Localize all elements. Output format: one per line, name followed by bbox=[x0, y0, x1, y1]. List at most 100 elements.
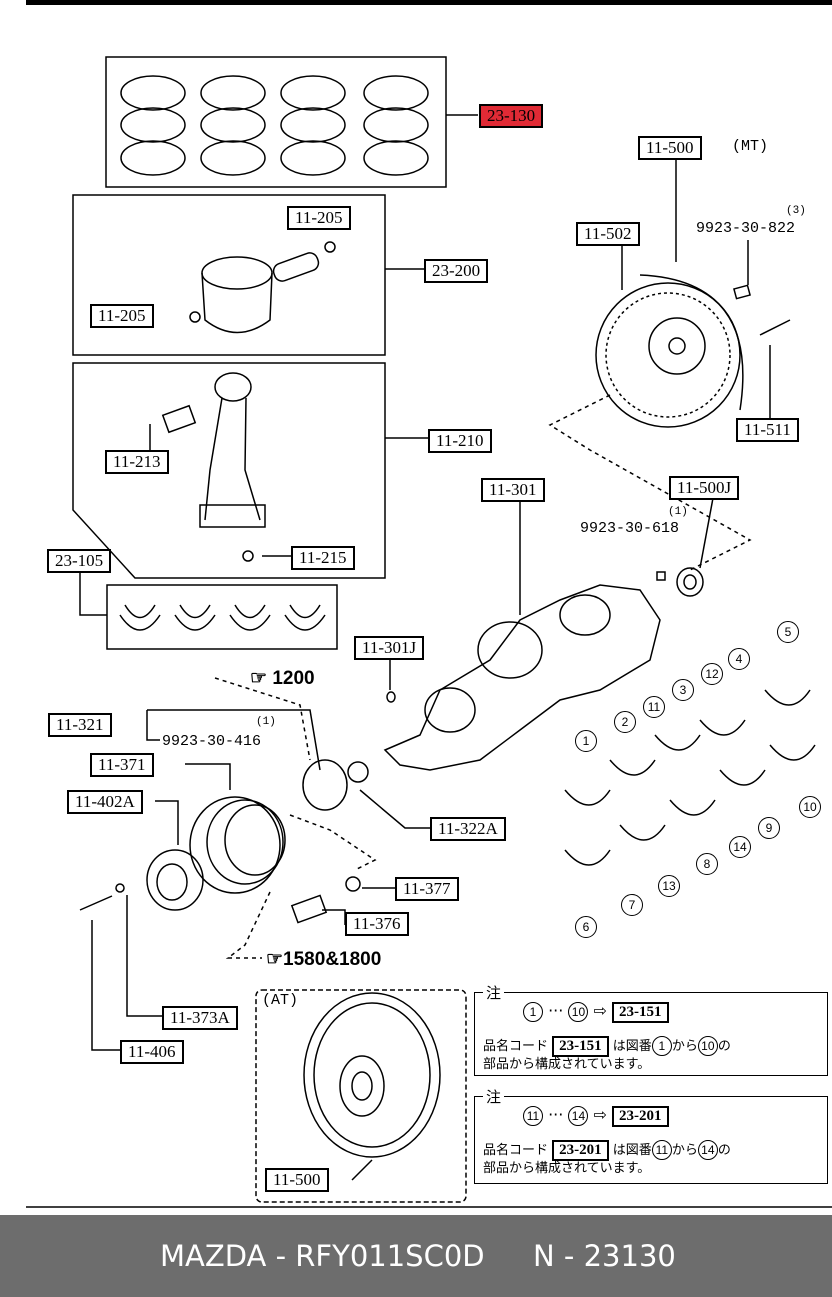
part-code-11-213[interactable]: 11-213 bbox=[105, 450, 169, 474]
part-code-23-200[interactable]: 23-200 bbox=[424, 259, 489, 283]
note-2-inline-code[interactable]: 23-201 bbox=[552, 1140, 609, 1161]
connecting-rod bbox=[161, 372, 266, 562]
part-code-11-376[interactable]: 11-376 bbox=[345, 912, 409, 936]
bearing-callout-9[interactable]: 9 bbox=[758, 817, 780, 839]
part-number-9923-30-618[interactable]: 9923-30-618 bbox=[580, 520, 680, 537]
note-1-arrow-icon: ⇨ bbox=[593, 1001, 607, 1020]
note-2-text-c: から bbox=[671, 1143, 698, 1158]
part-code-11-402a[interactable]: 11-402A bbox=[67, 790, 143, 814]
ref-1200-label: 1200 bbox=[272, 668, 315, 689]
note-2-inline-end: 14 bbox=[697, 1140, 718, 1160]
note-2-range-end: 14 bbox=[568, 1106, 589, 1126]
part-code-11-500-at[interactable]: 11-500 bbox=[265, 1168, 329, 1192]
part-code-23-105[interactable]: 23-105 bbox=[47, 549, 112, 573]
piston-box bbox=[72, 194, 386, 356]
main-bearings-box bbox=[106, 584, 338, 650]
footer-ref: N - 23130 bbox=[533, 1239, 676, 1273]
note-1-range-start: 1 bbox=[523, 1002, 543, 1022]
bearing-callout-8[interactable]: 8 bbox=[696, 853, 718, 875]
piston-rings bbox=[120, 75, 429, 176]
ref-1580-1800[interactable]: ☞1580&1800 bbox=[266, 948, 381, 971]
qty-9923-30-618: (1) bbox=[668, 506, 688, 518]
part-code-11-500-mt[interactable]: 11-500 bbox=[638, 136, 702, 160]
part-code-11-377[interactable]: 11-377 bbox=[395, 877, 459, 901]
part-code-11-321[interactable]: 11-321 bbox=[48, 713, 112, 737]
part-code-11-502[interactable]: 11-502 bbox=[576, 222, 640, 246]
bearing-callout-4[interactable]: 4 bbox=[728, 648, 750, 670]
bearing-callout-14[interactable]: 14 bbox=[729, 836, 751, 858]
note-1-heading: 注 bbox=[483, 982, 505, 1003]
note-2-range-start: 11 bbox=[523, 1106, 543, 1126]
note-1-text-b: は図番 bbox=[612, 1039, 652, 1054]
note-1-text-a: 品名コード bbox=[483, 1039, 549, 1054]
piston bbox=[189, 241, 336, 334]
note-2-line-3: 部品から構成されています。 bbox=[483, 1161, 651, 1176]
note-2-code[interactable]: 23-201 bbox=[612, 1106, 669, 1127]
mt-label: (MT) bbox=[732, 138, 769, 155]
bearing-callout-2[interactable]: 2 bbox=[614, 711, 636, 733]
part-code-11-373a[interactable]: 11-373A bbox=[162, 1006, 238, 1030]
note-1-dots: ··· bbox=[548, 1001, 564, 1020]
pointing-hand-icon: ☞ bbox=[266, 949, 284, 970]
note-1-text-c: から bbox=[671, 1039, 698, 1054]
part-code-11-406[interactable]: 11-406 bbox=[120, 1040, 184, 1064]
part-code-11-511[interactable]: 11-511 bbox=[736, 418, 799, 442]
note-1-inline-code[interactable]: 23-151 bbox=[552, 1036, 609, 1057]
crank-pulley bbox=[79, 759, 369, 924]
part-code-11-500j[interactable]: 11-500J bbox=[669, 476, 740, 500]
bearing-callout-10[interactable]: 10 bbox=[799, 796, 821, 818]
footer-brand-part: MAZDA - RFY011SC0D bbox=[160, 1239, 485, 1273]
note-2-text-b: は図番 bbox=[612, 1143, 652, 1158]
note-1-range-end: 10 bbox=[568, 1002, 589, 1022]
ref-1580-1800-label: 1580&1800 bbox=[283, 949, 382, 970]
conrod-box bbox=[72, 362, 386, 579]
note-2-text-d: の bbox=[717, 1143, 731, 1158]
note-1-code[interactable]: 23-151 bbox=[612, 1002, 669, 1023]
note-1-inline-start: 1 bbox=[651, 1036, 672, 1056]
part-number-9923-30-416[interactable]: 9923-30-416 bbox=[162, 733, 262, 750]
crankshaft bbox=[383, 567, 704, 771]
thrust-bearings bbox=[564, 689, 816, 866]
bearing-callout-3[interactable]: 3 bbox=[672, 679, 694, 701]
part-code-11-301j[interactable]: 11-301J bbox=[354, 636, 425, 660]
qty-9923-30-822: (3) bbox=[786, 205, 806, 217]
piston-rings-box bbox=[105, 56, 447, 188]
bearing-callout-13[interactable]: 13 bbox=[658, 875, 680, 897]
ref-1200[interactable]: ☞ 1200 bbox=[250, 667, 315, 690]
part-code-11-210[interactable]: 11-210 bbox=[428, 429, 492, 453]
qty-9923-30-416: (1) bbox=[256, 716, 276, 728]
part-code-23-130[interactable]: 23-130 bbox=[479, 104, 544, 128]
bearing-callout-11[interactable]: 11 bbox=[643, 696, 665, 718]
note-1-line-3: 部品から構成されています。 bbox=[483, 1057, 651, 1072]
note-2-inline-start: 11 bbox=[651, 1140, 672, 1160]
main-bearings bbox=[119, 604, 326, 631]
bearing-callout-7[interactable]: 7 bbox=[621, 894, 643, 916]
note-1-inline-end: 10 bbox=[697, 1036, 718, 1056]
pointing-hand-icon: ☞ bbox=[250, 668, 268, 689]
note-2-text-a: 品名コード bbox=[483, 1143, 549, 1158]
flywheel-mt bbox=[595, 274, 744, 428]
note-1-text-d: の bbox=[717, 1039, 731, 1054]
bearing-callout-5[interactable]: 5 bbox=[777, 621, 799, 643]
bearing-callout-6[interactable]: 6 bbox=[575, 916, 597, 938]
note-1-range: 1 ··· 10 ⇨ 23-151 bbox=[523, 1001, 669, 1023]
flywheel-at bbox=[303, 992, 441, 1158]
part-code-11-371[interactable]: 11-371 bbox=[90, 753, 154, 777]
part-number-9923-30-822[interactable]: 9923-30-822 bbox=[696, 220, 796, 237]
note-2-range: 11 ··· 14 ⇨ 23-201 bbox=[523, 1105, 669, 1127]
part-code-11-205-clip[interactable]: 11-205 bbox=[90, 304, 154, 328]
bearing-callout-1[interactable]: 1 bbox=[575, 730, 597, 752]
diagram-drawing bbox=[26, 0, 832, 1208]
note-2-dots: ··· bbox=[548, 1105, 564, 1124]
part-code-11-205-pin-clip[interactable]: 11-205 bbox=[287, 206, 351, 230]
bearing-callout-12[interactable]: 12 bbox=[701, 663, 723, 685]
parts-diagram: 23-130 11-500 (MT) 11-205 23-200 11-205 … bbox=[26, 0, 832, 1208]
part-code-11-322a[interactable]: 11-322A bbox=[430, 817, 506, 841]
footer-bar: MAZDA - RFY011SC0D N - 23130 bbox=[0, 1215, 832, 1297]
part-code-11-215[interactable]: 11-215 bbox=[291, 546, 355, 570]
part-code-11-301[interactable]: 11-301 bbox=[481, 478, 545, 502]
